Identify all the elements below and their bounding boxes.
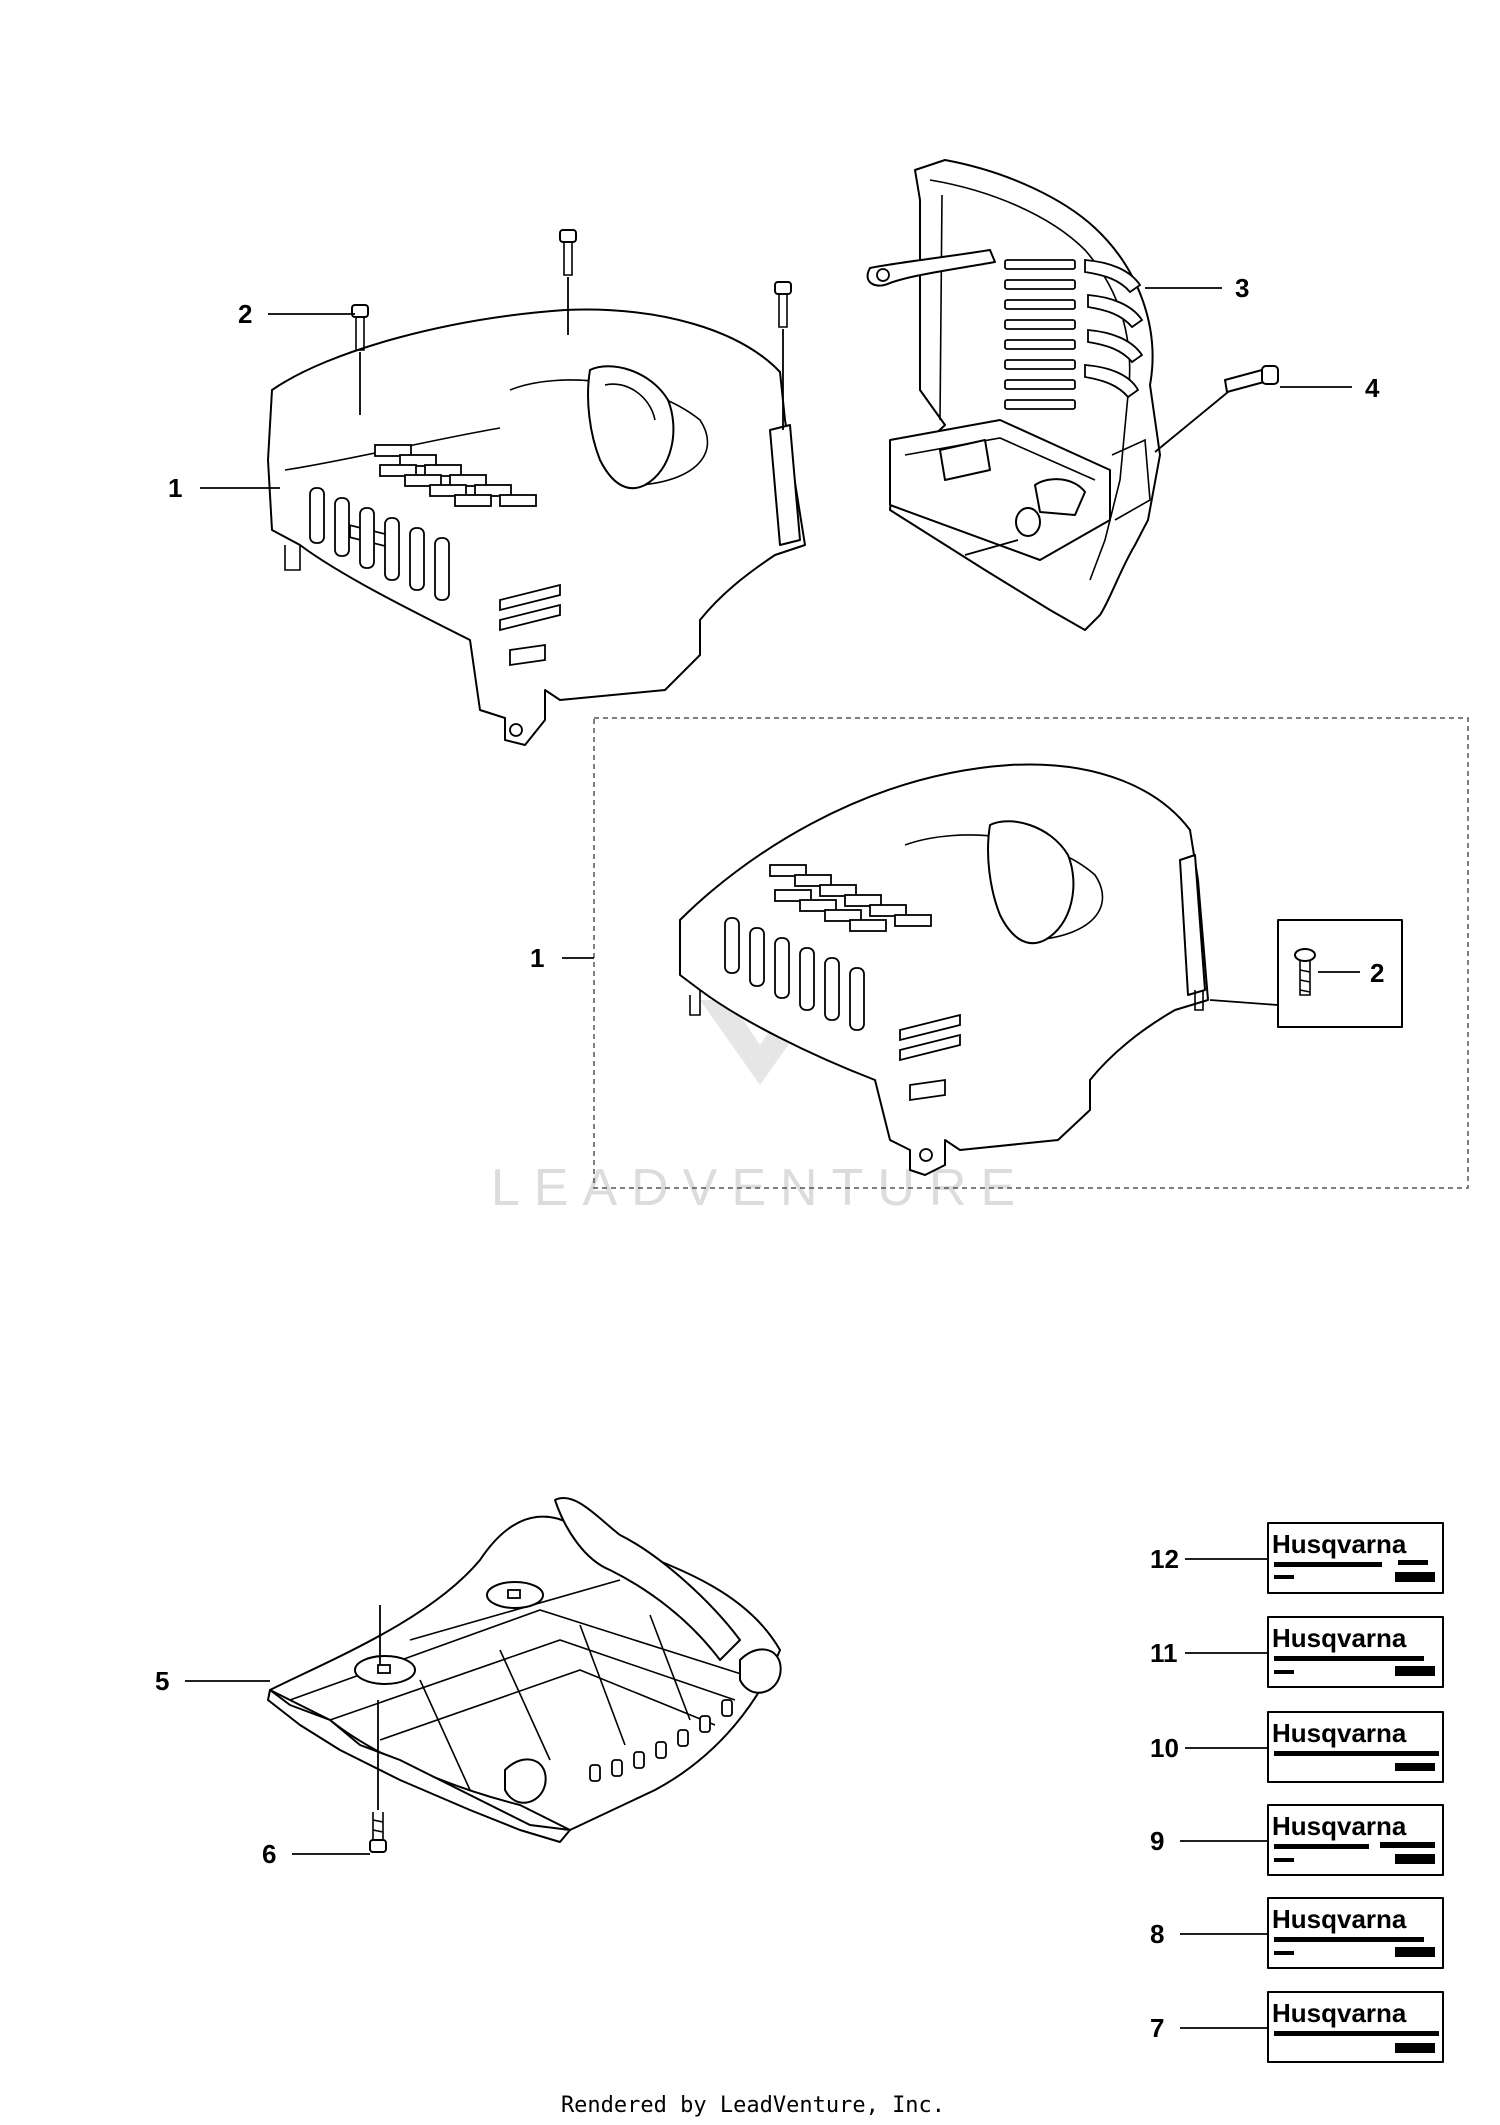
svg-text:Husqvarna: Husqvarna	[1272, 1998, 1407, 2028]
callout-2-kit: 2	[1370, 958, 1384, 988]
kit-grille-top	[769, 864, 932, 932]
callout-5: 5	[155, 1666, 169, 1696]
kit-frame	[593, 717, 1469, 1189]
callout-10: 10	[1150, 1733, 1179, 1763]
grille-side	[309, 487, 450, 601]
decal-10: Husqvarna	[1267, 1711, 1444, 1783]
callout-11: 11	[1150, 1638, 1178, 1668]
callout-8: 8	[1150, 1919, 1164, 1949]
decal-12: Husqvarna	[1267, 1522, 1444, 1594]
part-cylinder-cover-kit	[679, 763, 1209, 1176]
filter-slats	[1004, 259, 1076, 410]
screw-2b	[559, 229, 577, 276]
svg-text:Husqvarna: Husqvarna	[1272, 1529, 1407, 1559]
decal-11: Husqvarna	[1267, 1616, 1444, 1688]
part-filter-housing	[866, 159, 1279, 631]
svg-text:Husqvarna: Husqvarna	[1272, 1811, 1407, 1841]
screw-6	[369, 1812, 387, 1853]
part-cylinder-cover	[267, 229, 806, 746]
svg-text:Husqvarna: Husqvarna	[1272, 1718, 1407, 1748]
svg-text:Husqvarna: Husqvarna	[1272, 1623, 1407, 1653]
callout-12: 12	[1150, 1544, 1179, 1574]
callout-3: 3	[1235, 273, 1249, 303]
filter-ribs	[1084, 259, 1144, 399]
footer-credit: Rendered by LeadVenture, Inc.	[561, 2093, 945, 2118]
screw-2a	[351, 304, 369, 351]
callout-1: 1	[168, 473, 182, 503]
screw-2-detail-box	[1277, 919, 1403, 1028]
kit-grille-side	[724, 917, 865, 1031]
screw-2c	[774, 281, 792, 328]
screw-4	[1224, 365, 1279, 393]
decal-8: Husqvarna	[1267, 1897, 1444, 1969]
callout-4: 4	[1365, 373, 1380, 403]
callout-9: 9	[1150, 1826, 1164, 1856]
svg-text:Husqvarna: Husqvarna	[1272, 1904, 1407, 1934]
screw-2-detail	[1294, 948, 1316, 996]
decal-9: Husqvarna	[1267, 1804, 1444, 1876]
part-bottom-plate	[267, 1497, 782, 1843]
callout-2: 2	[238, 299, 252, 329]
callout-1-kit: 1	[530, 943, 544, 973]
callout-7: 7	[1150, 2013, 1164, 2043]
decal-7: Husqvarna	[1267, 1991, 1444, 2063]
plate-feet	[589, 1699, 733, 1782]
callout-6: 6	[262, 1839, 276, 1869]
